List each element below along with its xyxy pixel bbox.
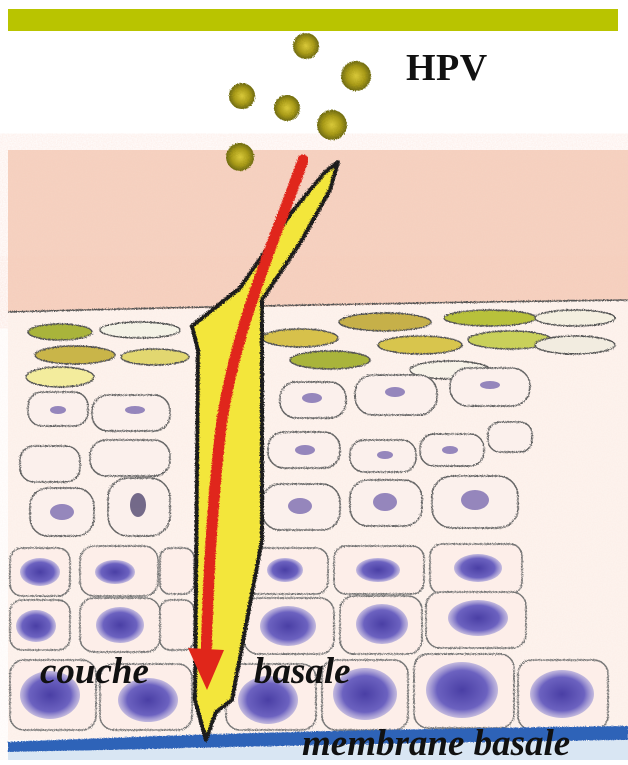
basale-label: basale	[254, 650, 351, 693]
hpv-label: HPV	[406, 46, 488, 90]
skin-surface-layer	[8, 150, 628, 312]
membrane-basale-label: membrane basale	[302, 722, 570, 765]
couche-label: couche	[40, 650, 149, 693]
